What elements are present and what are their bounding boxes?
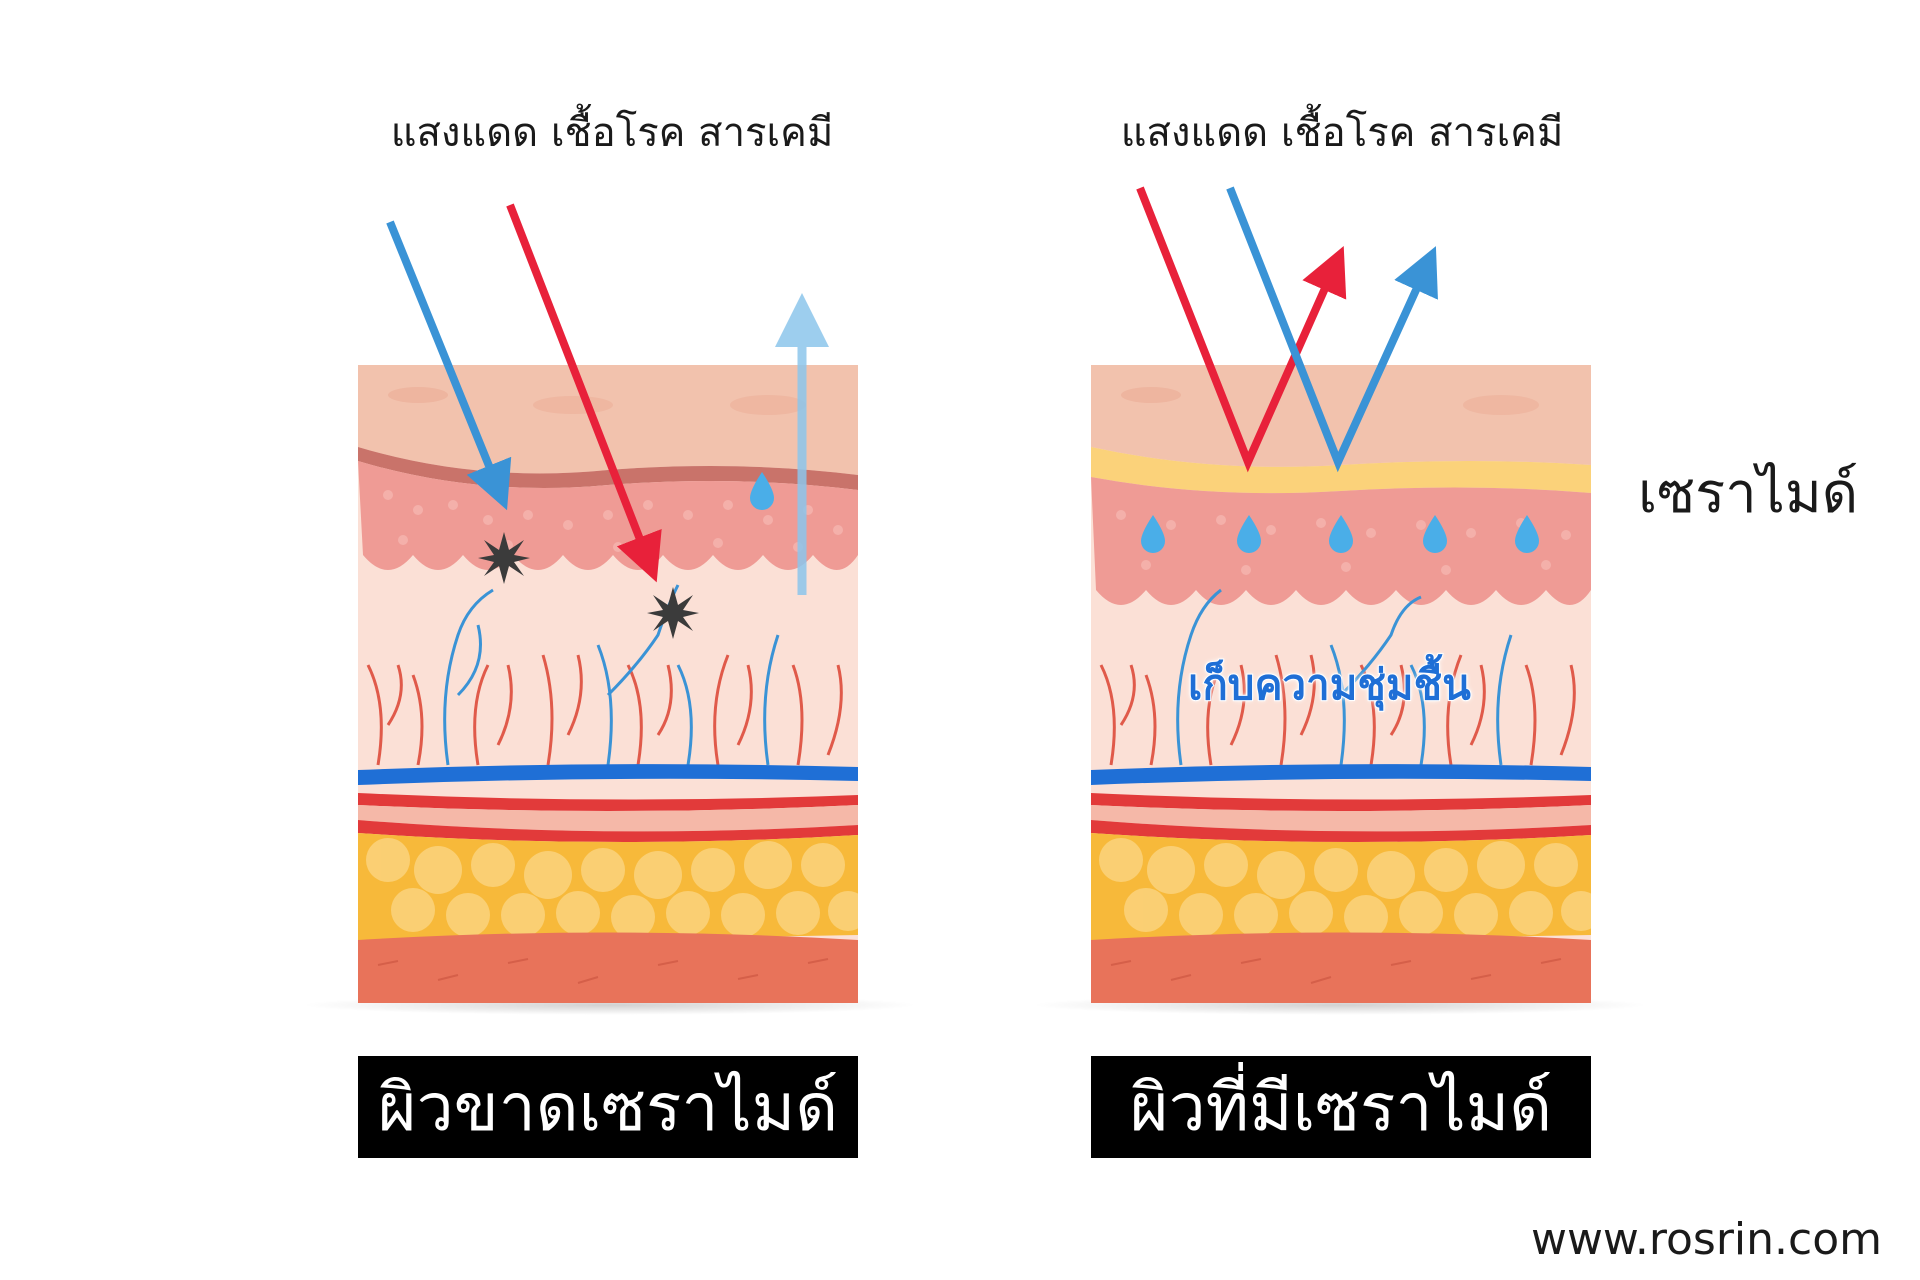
threats-label-right: แสงแดด เชื้อโรค สารเคมี xyxy=(1120,110,1564,156)
skin-diagram-without-ceramide xyxy=(358,365,858,1003)
threats-label-left: แสงแดด เชื้อโรค สารเคมี xyxy=(390,110,834,156)
water-drop-icon xyxy=(1237,515,1261,553)
caption-with-ceramide: ผิวที่มีเซราไมด์ xyxy=(1091,1056,1591,1158)
ceramide-label: เซราไมด์ xyxy=(1638,461,1859,526)
water-drop-icon xyxy=(750,472,774,510)
water-drop-icon xyxy=(1141,515,1165,553)
water-drop-icon xyxy=(1423,515,1447,553)
damage-spark-icon xyxy=(647,587,699,639)
water-drop-icon xyxy=(1515,515,1539,553)
muscle-layer xyxy=(358,932,858,1003)
website-url: www.rosrin.com xyxy=(1530,1214,1882,1265)
water-drop-icon xyxy=(1329,515,1353,553)
caption-without-ceramide: ผิวขาดเซราไมด์ xyxy=(358,1056,858,1158)
stratum-corneum xyxy=(358,365,858,475)
moisture-retention-label: เก็บความชุ่มชื้น xyxy=(1187,659,1472,710)
